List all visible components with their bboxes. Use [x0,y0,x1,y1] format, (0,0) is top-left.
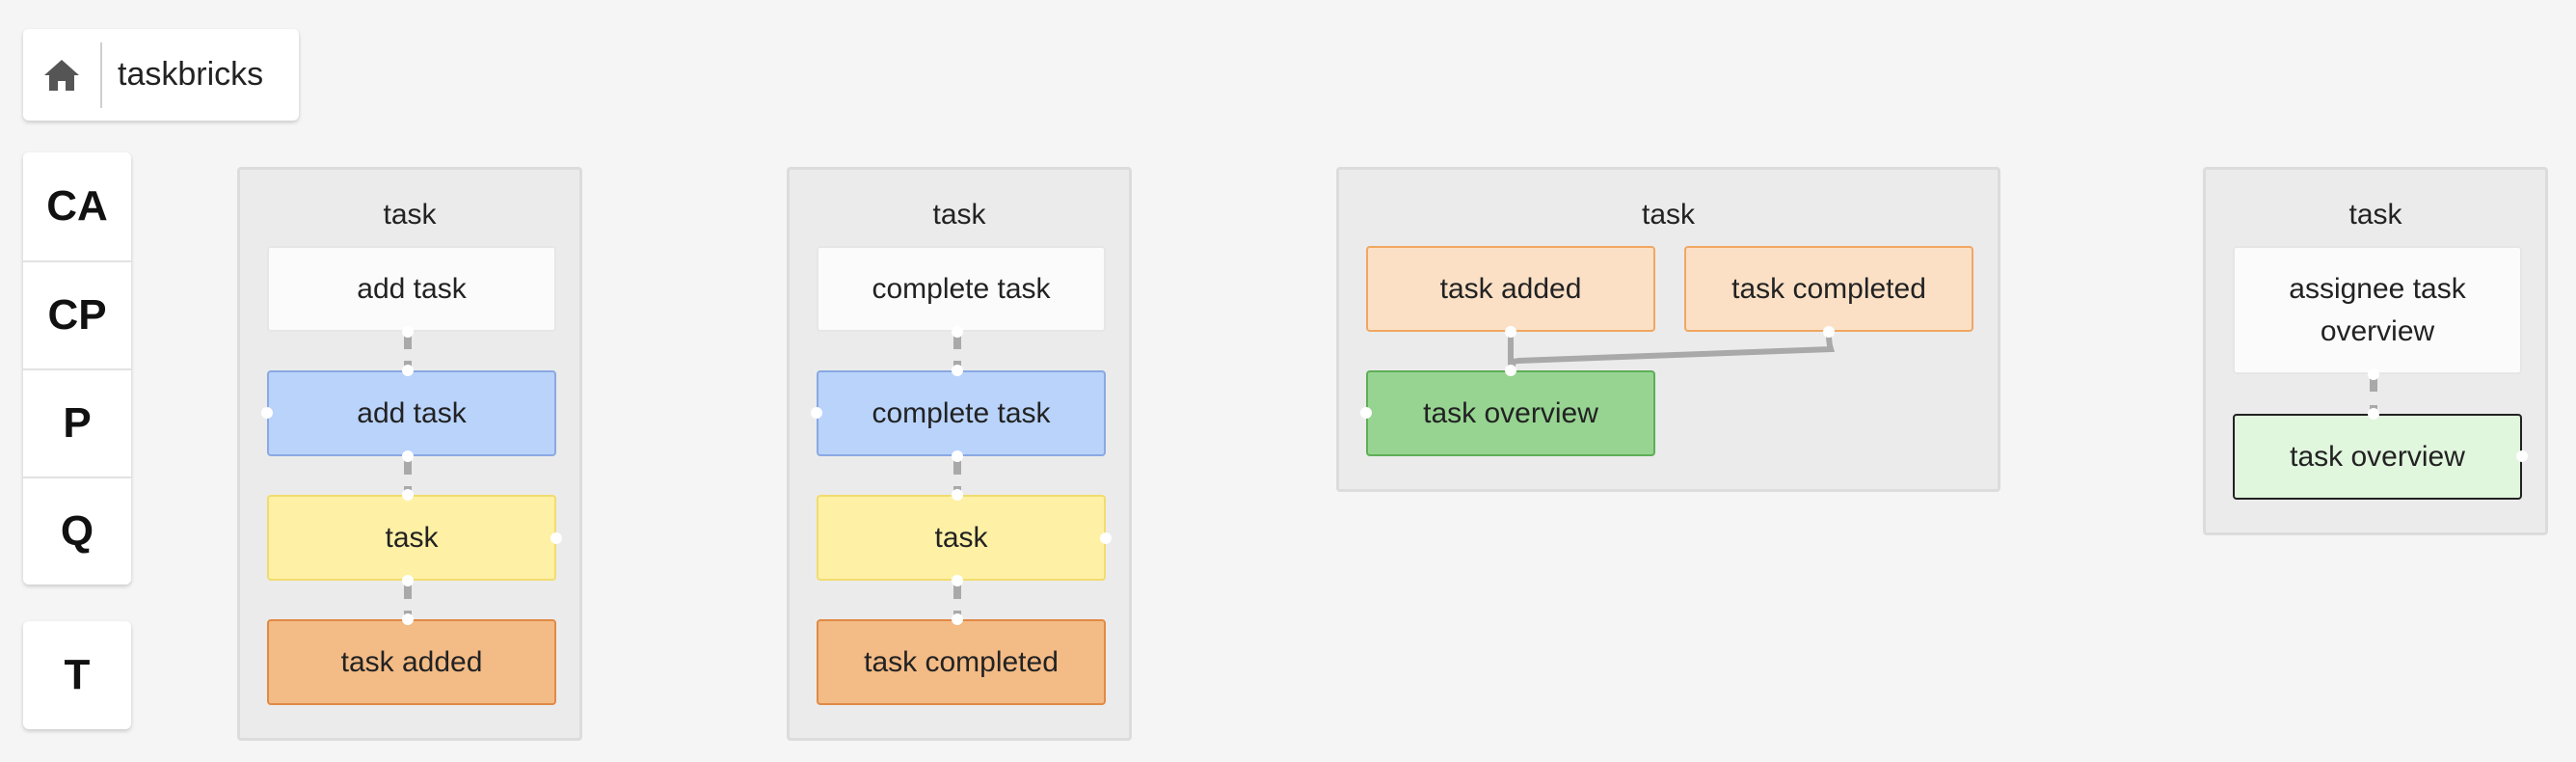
command-node[interactable]: complete task [817,370,1106,456]
event-node[interactable]: task added [1366,246,1655,332]
port-handle[interactable] [952,489,963,501]
app-title: taskbricks [118,56,264,93]
event-node[interactable]: task added [267,619,556,705]
port-handle[interactable] [1823,326,1835,338]
port-handle[interactable] [2516,450,2528,462]
connector [953,584,961,626]
extra-toolbar: T [23,621,131,729]
port-handle[interactable] [952,450,963,462]
home-icon[interactable] [23,29,100,121]
task-panel-add[interactable]: task add task add task task task added [237,167,582,741]
port-handle[interactable] [261,407,273,419]
task-panel-overview[interactable]: task task added task completed task over… [1336,167,2000,492]
tool-button-p[interactable]: P [23,368,131,476]
panel-title: task [932,199,986,231]
aggregate-node[interactable]: task [817,495,1106,581]
port-handle[interactable] [402,489,414,501]
connector [404,584,412,626]
connector [404,459,412,502]
port-handle[interactable] [952,613,963,625]
port-handle[interactable] [952,365,963,376]
event-node[interactable]: task completed [817,619,1106,705]
port-handle[interactable] [952,575,963,586]
command-node[interactable]: add task [267,246,556,332]
read-model-node[interactable]: task overview [2233,414,2522,500]
tool-button-t[interactable]: T [64,651,91,698]
port-handle[interactable] [1100,532,1112,544]
port-handle[interactable] [402,326,414,338]
port-handle[interactable] [402,613,414,625]
command-node[interactable]: complete task [817,246,1106,332]
port-handle[interactable] [550,532,562,544]
panel-title: task [383,199,437,231]
tool-button-q[interactable]: Q [23,476,131,585]
app-header: taskbricks [23,29,299,121]
port-handle[interactable] [2368,408,2379,420]
port-handle[interactable] [1505,326,1516,338]
port-handle[interactable] [402,365,414,376]
port-handle[interactable] [402,575,414,586]
panel-title: task [2348,199,2402,231]
aggregate-node[interactable]: task [267,495,556,581]
connector [953,334,961,376]
element-toolbar: CA CP P Q [23,152,131,585]
port-handle[interactable] [952,326,963,338]
port-handle[interactable] [1360,407,1372,419]
port-handle[interactable] [2368,368,2379,380]
tool-button-ca[interactable]: CA [46,182,108,230]
header-divider [100,41,102,108]
port-handle[interactable] [811,407,822,419]
connector [404,334,412,376]
event-node[interactable]: task completed [1684,246,1973,332]
read-model-node[interactable]: task overview [1366,370,1655,456]
command-node[interactable]: add task [267,370,556,456]
port-handle[interactable] [402,450,414,462]
tool-button-cp[interactable]: CP [23,260,131,368]
connector [2370,376,2377,421]
port-handle[interactable] [1505,365,1516,376]
query-node[interactable]: assignee task overview [2233,246,2522,374]
connector [953,459,961,502]
task-panel-complete[interactable]: task complete task complete task task ta… [787,167,1132,741]
task-panel-assignee[interactable]: task assignee task overview task overvie… [2203,167,2548,535]
panel-title: task [1641,199,1696,231]
